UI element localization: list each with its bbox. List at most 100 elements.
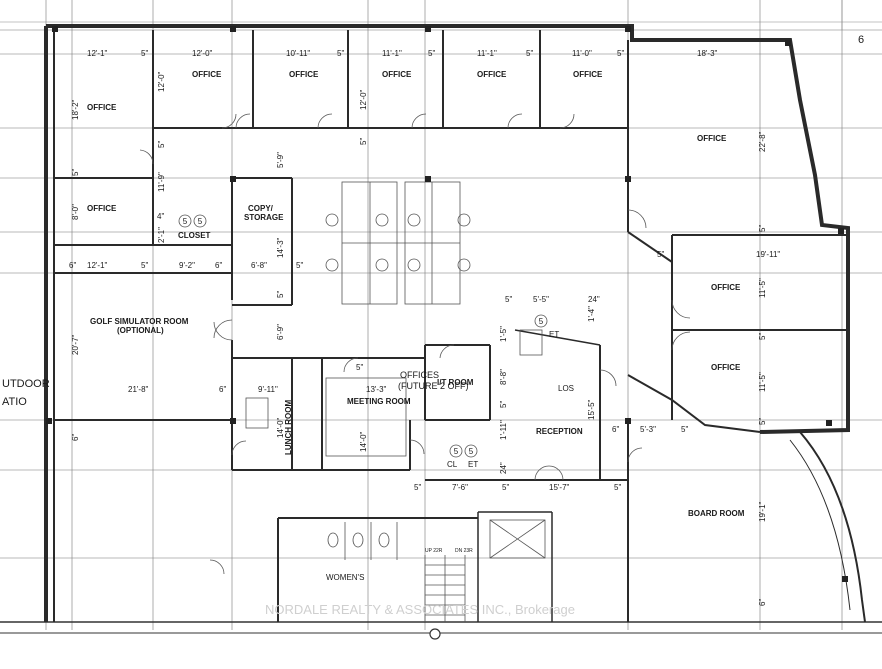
dim-label: 24" (499, 462, 508, 474)
dim-label: 9'-2" (179, 261, 195, 270)
room-offices-future-2: (FUTURE 2 OFF) (398, 381, 469, 391)
watermark: NORDALE REALTY & ASSOCIATES INC., Broker… (265, 602, 575, 617)
room-golf-line2: (OPTIONAL) (117, 326, 164, 335)
badge-north: 5 (539, 317, 544, 326)
dim-label: 5" (157, 141, 166, 148)
dim-label: 12'-0" (359, 89, 368, 110)
dim-label: 5'-5" (533, 295, 549, 304)
stairs-up: UP 22R (425, 548, 443, 554)
dim-label: 5'-3" (640, 425, 656, 434)
stairs-down: DN 23R (455, 548, 473, 554)
dim-label: 5" (499, 401, 508, 408)
dim-label: 5" (141, 261, 148, 270)
dim-label: 12'-0" (157, 71, 166, 92)
badge-closet-b: 5 (198, 217, 203, 226)
dim-label: 11'-1" (477, 49, 497, 58)
dim-label: 9'-11" (258, 385, 278, 394)
room-it: I/T ROOM (437, 378, 474, 387)
room-office-ne: OFFICE (697, 134, 727, 143)
door-swings (139, 113, 691, 575)
dim-label: 5" (428, 49, 435, 58)
dim-label: 6" (71, 434, 80, 441)
dim-label: 11'-5" (758, 278, 767, 298)
room-et-b: ET (549, 330, 559, 339)
dim-label: 14'-3" (276, 237, 285, 258)
dim-label: 5" (681, 425, 688, 434)
room-meeting: MEETING ROOM (347, 397, 411, 406)
columns (46, 26, 848, 582)
dim-label: 5" (296, 261, 303, 270)
dim-label: 24" (588, 295, 600, 304)
dim-label: 8'-0" (71, 204, 80, 220)
dim-label: 6" (215, 261, 222, 270)
dim-label: 5" (141, 49, 148, 58)
room-office-top2: OFFICE (289, 70, 319, 79)
dim-label: 12'-1" (87, 261, 108, 270)
badge-circle (449, 444, 463, 458)
dim-label: 1'-11" (499, 420, 508, 440)
dim-label: 11'-9" (157, 172, 166, 192)
washroom-fixtures (327, 522, 398, 560)
room-los: LOS (558, 384, 574, 393)
dim-label: 6'-8" (251, 261, 267, 270)
dim-label: 1'-4" (587, 306, 596, 322)
dim-label: 6" (219, 385, 226, 394)
dim-label: 5" (505, 295, 512, 304)
dim-label: 18'-2" (71, 99, 80, 120)
dim-label: 14'-0" (276, 417, 285, 438)
dim-label: 21'-8" (128, 385, 149, 394)
room-office-top4: OFFICE (477, 70, 507, 79)
dimension-labels: 12'-1" 5" 12'-0" 10'-11" 5" 11'-1" 5" 11… (69, 49, 780, 606)
room-office-top3: OFFICE (382, 70, 412, 79)
room-offices-future-1: OFFICES (400, 370, 439, 380)
dim-label: 5" (657, 250, 664, 259)
room-office-e2: OFFICE (711, 363, 741, 372)
interior-walls (54, 30, 848, 622)
dim-label: 5" (356, 363, 363, 372)
grid-marker (429, 628, 441, 640)
dim-label: 22'-8" (758, 131, 767, 152)
badge-closet-a: 5 (183, 217, 188, 226)
sheet-border (0, 0, 882, 640)
dim-label: 4" (157, 212, 164, 221)
outdoor-label-line2: ATIO (2, 396, 27, 408)
room-office-nw: OFFICE (87, 103, 117, 112)
badge-circle (534, 314, 548, 328)
stairs (424, 519, 546, 622)
dim-label: 6'-9" (276, 324, 285, 340)
workstations (245, 181, 543, 457)
dim-label: 11'-0" (572, 49, 592, 58)
room-board: BOARD ROOM (688, 509, 745, 518)
grid-lines (0, 0, 882, 630)
room-office-top5: OFFICE (573, 70, 603, 79)
dim-label: 13'-3" (366, 385, 387, 394)
room-copy-line2: STORAGE (244, 213, 284, 222)
room-lunch: LUNCH ROOM (284, 400, 293, 455)
dim-label: 12'-1" (87, 49, 108, 58)
badge-circle (193, 214, 207, 228)
dim-label: 6" (612, 425, 619, 434)
dim-label: 2'-1" (157, 227, 166, 243)
dim-label: 5" (526, 49, 533, 58)
dim-label: 5" (414, 483, 421, 492)
room-office-w2: OFFICE (87, 204, 117, 213)
room-womens: WOMEN'S (326, 573, 364, 582)
dim-label: 11'-5" (758, 372, 767, 392)
dim-label: 5" (71, 169, 80, 176)
dim-label: 5" (758, 418, 767, 425)
room-office-e1: OFFICE (711, 283, 741, 292)
dim-label: 5" (614, 483, 621, 492)
dim-label: 7'-6" (452, 483, 468, 492)
badge-circle (178, 214, 192, 228)
dim-label: 15'-5" (587, 399, 596, 420)
dim-label: 5" (359, 138, 368, 145)
outdoor-label-line1: UTDOOR (2, 378, 50, 390)
badges: 5 5 5 5 5 (178, 214, 548, 458)
badge-reception-b: 5 (469, 447, 474, 456)
room-golf-line1: GOLF SIMULATOR ROOM (90, 317, 189, 326)
dim-label: 15'-7" (549, 483, 570, 492)
dim-label: 6" (758, 599, 767, 606)
dim-label: 5" (337, 49, 344, 58)
dim-label: 19'-1" (758, 501, 767, 522)
